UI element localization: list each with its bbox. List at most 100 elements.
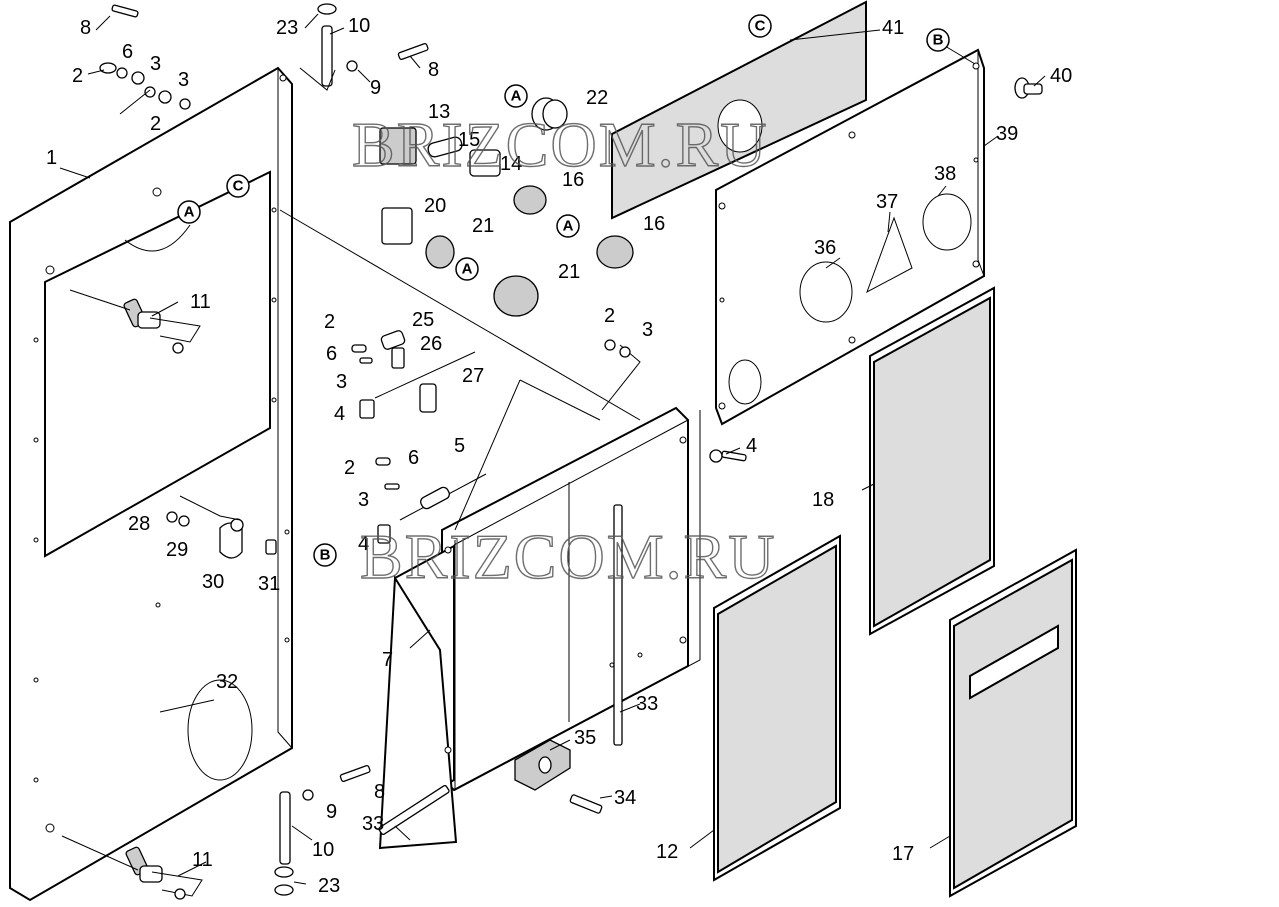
callout-label: 4	[358, 533, 369, 555]
callout-label: 23	[318, 875, 340, 897]
callout-label: 38	[934, 163, 956, 185]
callout-label: 4	[334, 403, 345, 425]
callout-label: 3	[178, 69, 189, 91]
label-sheet	[611, 0, 867, 220]
svg-text:C: C	[755, 18, 766, 35]
callout-label: 2	[324, 311, 335, 333]
callout-label: 6	[408, 447, 419, 469]
callout-label: 9	[370, 77, 381, 99]
callout-label: 35	[574, 727, 596, 749]
callout-label: 28	[128, 513, 150, 535]
reference-marker-a: A	[177, 200, 201, 224]
callout-label: 33	[362, 813, 384, 835]
fastener-group-top-left	[99, 4, 191, 115]
reference-marker-b: B	[313, 543, 337, 567]
cable-clamp	[166, 495, 277, 559]
control-panel	[715, 48, 985, 426]
fastener-group-middle	[351, 330, 487, 544]
callout-label: 2	[72, 65, 83, 87]
callout-label: 3	[642, 319, 653, 341]
callout-label: 29	[166, 539, 188, 561]
svg-text:B: B	[933, 32, 944, 49]
callout-label: 14	[500, 153, 522, 175]
callout-label: 18	[812, 489, 834, 511]
callout-label: 3	[150, 53, 161, 75]
reference-marker-a: A	[556, 214, 580, 238]
callout-label: 2	[344, 457, 355, 479]
callout-label: 5	[454, 435, 465, 457]
callout-label: 37	[876, 191, 898, 213]
mounting-plate	[279, 209, 701, 850]
callout-label: 21	[472, 215, 494, 237]
callout-label: 6	[122, 41, 133, 63]
leader-lines	[59, 13, 1046, 885]
reference-marker-b: B	[926, 28, 950, 52]
callout-labels: 1 2 2 2 2 2 3 3 3 3 3 4 4 4 5 6 6 6 7 8 …	[46, 15, 1072, 897]
callout-label: 2	[604, 305, 615, 327]
callout-label: 22	[586, 87, 608, 109]
svg-text:A: A	[184, 204, 195, 221]
callout-label: 3	[336, 371, 347, 393]
callout-label: 30	[202, 571, 224, 593]
callout-label: 1	[46, 147, 57, 169]
callout-label: 10	[312, 839, 334, 861]
callout-label: 8	[428, 59, 439, 81]
svg-text:A: A	[563, 218, 574, 235]
watermark-text-bottom: BRIZCOM.RU	[360, 521, 777, 592]
watermark: BRIZCOM.RU BRIZCOM.RU	[351, 108, 777, 592]
watermark-text-top: BRIZCOM.RU	[352, 109, 769, 180]
callout-label: 3	[358, 489, 369, 511]
reference-marker-c: C	[226, 174, 250, 198]
callout-label: 20	[424, 195, 446, 217]
callout-label: 32	[216, 671, 238, 693]
reference-marker-a: A	[455, 257, 479, 281]
mounting-bracket	[514, 449, 747, 814]
callout-label: 7	[382, 649, 393, 671]
callout-label: 40	[1050, 65, 1072, 87]
callout-label: 39	[996, 123, 1018, 145]
callout-label: 4	[746, 435, 757, 457]
callout-label: 41	[882, 17, 904, 39]
switch-components	[379, 97, 641, 411]
callout-label: 33	[636, 693, 658, 715]
callout-label: 27	[462, 365, 484, 387]
callout-label: 23	[276, 17, 298, 39]
lock-assembly	[123, 298, 203, 900]
side-panel-12	[713, 534, 841, 882]
svg-text:B: B	[320, 547, 331, 564]
rail	[378, 504, 623, 836]
callout-label: 10	[348, 15, 370, 37]
reference-marker-c: C	[748, 14, 772, 38]
callout-label: 12	[656, 841, 678, 863]
callout-label: 16	[562, 169, 584, 191]
reference-markers: A A A A A B B B C C	[177, 14, 950, 567]
callout-label: 21	[558, 261, 580, 283]
callout-label: 17	[892, 843, 914, 865]
side-panel-18	[869, 286, 995, 636]
callout-label: 11	[190, 291, 211, 313]
reference-marker-a: A	[504, 84, 528, 108]
svg-text:C: C	[233, 178, 244, 195]
callout-label: 15	[458, 129, 480, 151]
callout-label: 11	[192, 849, 213, 871]
callout-label: 8	[374, 781, 385, 803]
push-button-40	[1014, 77, 1043, 99]
hinge-pin-top	[299, 3, 429, 91]
door-panel	[9, 66, 293, 902]
callout-label: 13	[428, 101, 450, 123]
callout-label: 25	[412, 309, 434, 331]
callout-label: 9	[326, 801, 337, 823]
front-panel-17	[949, 548, 1077, 898]
callout-label: 16	[643, 213, 665, 235]
callout-label: 34	[614, 787, 636, 809]
callout-label: 2	[150, 113, 161, 135]
callout-label: 31	[258, 573, 280, 595]
callout-label: 26	[420, 333, 442, 355]
callout-label: 6	[326, 343, 337, 365]
callout-label: 36	[814, 237, 836, 259]
callout-label: 8	[80, 17, 91, 39]
svg-text:A: A	[462, 261, 473, 278]
hinge-pin-bottom	[274, 764, 371, 896]
svg-text:A: A	[511, 88, 522, 105]
